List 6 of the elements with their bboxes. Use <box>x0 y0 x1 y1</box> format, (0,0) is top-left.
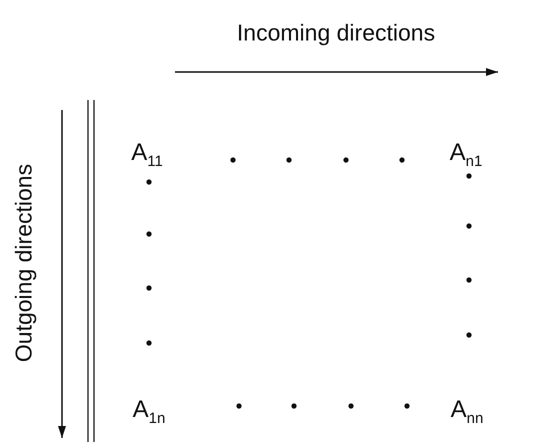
matrix-element: A$_{nn}$ <box>450 398 484 422</box>
matrix-element: A$_{11}$ <box>131 141 163 165</box>
axis-title: Outgoing directions <box>12 164 36 362</box>
axis-title: Incoming directions <box>236 22 436 44</box>
matrix-element: A$_{n1}$ <box>450 141 482 165</box>
matrix-element: A$_{1n}$ <box>132 398 166 422</box>
